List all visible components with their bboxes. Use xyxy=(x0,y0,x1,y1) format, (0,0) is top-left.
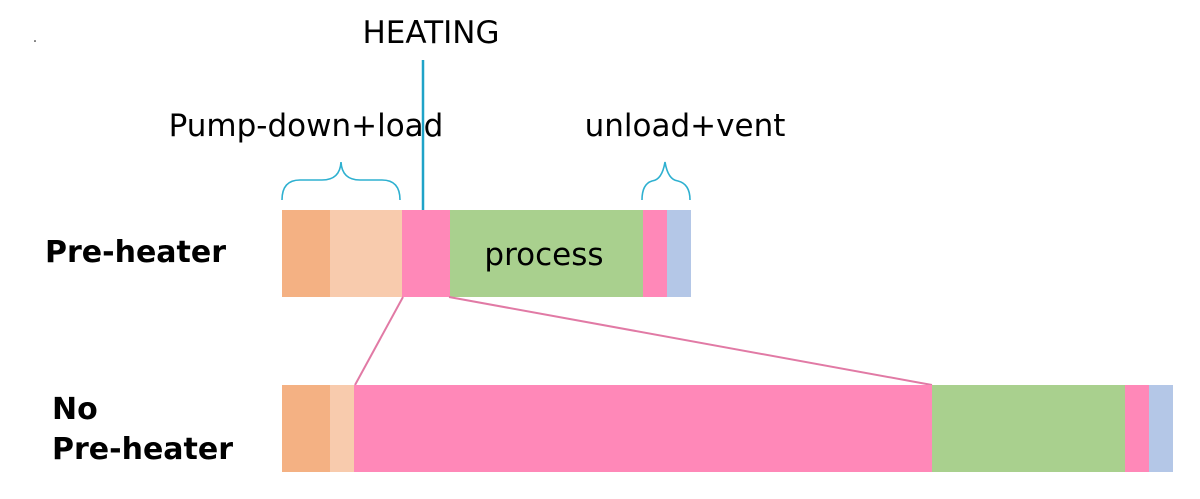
no-pre-heater-vent-segment xyxy=(1149,385,1173,472)
pre-heater-vent-segment xyxy=(667,210,691,297)
no-pre-heater-row-label-line1: No xyxy=(52,392,98,427)
unload-vent-label: unload+vent xyxy=(585,108,786,144)
no-pre-heater-pump-down-segment xyxy=(282,385,330,472)
no-pre-heater-row-label-line2: Pre-heater xyxy=(52,432,233,467)
no-pre-heater-load-segment xyxy=(330,385,354,472)
stray-dot xyxy=(34,40,36,42)
pre-heater-unload-segment xyxy=(643,210,667,297)
pump-down-load-label: Pump-down+load xyxy=(169,108,444,144)
pump-down-load-brace xyxy=(281,161,401,201)
pre-heater-load-segment xyxy=(330,210,402,297)
pre-heater-heating-segment xyxy=(402,210,450,297)
no-pre-heater-heating-segment xyxy=(354,385,932,472)
heating-zoom-line-left xyxy=(354,296,404,386)
no-pre-heater-unload-segment xyxy=(1125,385,1149,472)
heating-zoom-line-right xyxy=(448,296,933,386)
no-pre-heater-bar xyxy=(282,385,1173,472)
no-pre-heater-process-segment xyxy=(932,385,1125,472)
pre-heater-process-segment xyxy=(450,210,643,297)
pre-heater-pump-down-segment xyxy=(282,210,330,297)
process-label: process xyxy=(484,237,603,273)
pre-heater-row-label: Pre-heater xyxy=(45,235,226,270)
heating-label: HEATING xyxy=(363,15,500,51)
unload-vent-brace xyxy=(641,161,691,201)
pre-heater-bar xyxy=(282,210,691,297)
